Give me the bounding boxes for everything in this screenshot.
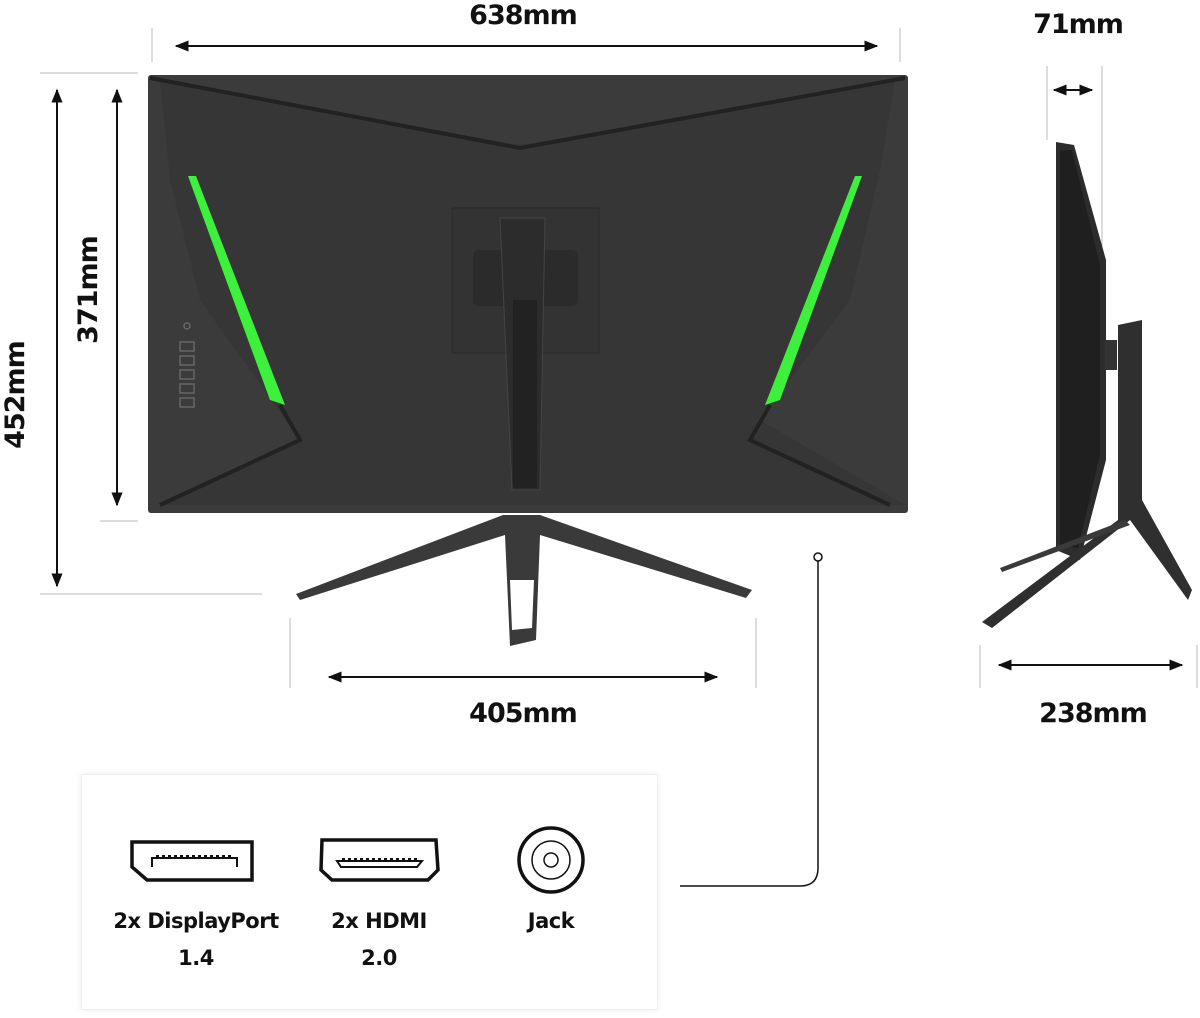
height-panel-label: 371mm	[73, 236, 104, 344]
port-label-hdmi: 2x HDMI 2.0	[331, 909, 427, 970]
port-label-jack: Jack	[527, 909, 575, 933]
stand-width-label: 405mm	[469, 698, 577, 729]
width-label: 638mm	[469, 0, 577, 31]
hdmi-icon	[319, 838, 440, 882]
monitor-back-view	[148, 75, 908, 646]
right-led-strip	[765, 176, 862, 405]
monitor-side-view	[982, 142, 1192, 628]
height-max-label: 452mm	[0, 341, 31, 449]
depth-label: 71mm	[1033, 9, 1123, 40]
left-led-strip	[188, 176, 285, 405]
audio-jack-icon	[517, 826, 585, 894]
stand-depth-label: 238mm	[1039, 698, 1147, 729]
displayport-icon	[130, 840, 254, 882]
ports-panel: 2x DisplayPort 1.4 2x HDMI 2.0 Jack	[81, 774, 658, 1010]
ports-callout-line	[680, 552, 823, 887]
port-label-displayport: 2x DisplayPort 1.4	[113, 909, 279, 970]
